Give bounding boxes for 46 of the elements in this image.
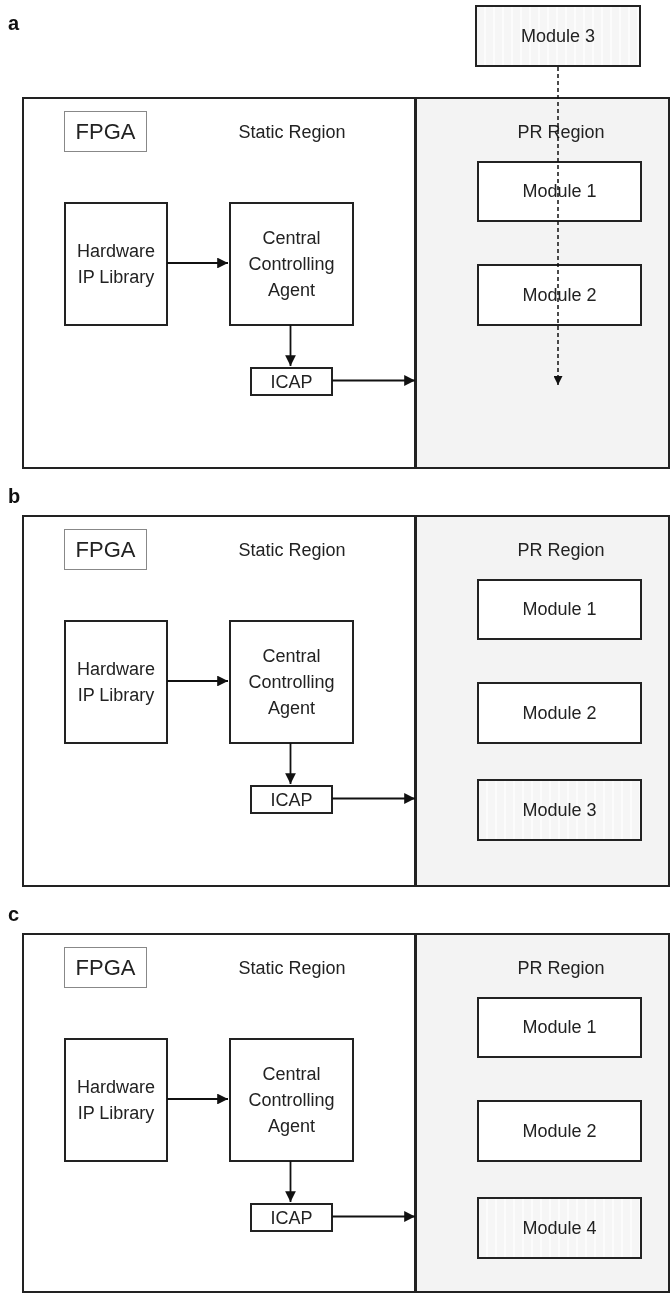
region-title: PR Region [517, 539, 605, 562]
static-region-box [22, 515, 416, 887]
process-box: Hardware IP Library [64, 1038, 168, 1162]
static-region-box [22, 97, 416, 469]
module-box: Module 3 [475, 5, 641, 67]
fpga-tag-box: FPGA [64, 111, 147, 152]
process-box: Central Controlling Agent [229, 1038, 354, 1162]
pr-region-box [415, 933, 670, 1293]
pr-region-box [415, 515, 670, 887]
static-region-box [22, 933, 416, 1293]
process-box: ICAP [250, 1203, 333, 1232]
panel-letter: b [8, 484, 21, 509]
module-box: Module 1 [477, 997, 642, 1058]
process-box: ICAP [250, 367, 333, 396]
region-title: PR Region [517, 121, 605, 144]
process-box: ICAP [250, 785, 333, 814]
arrow [166, 1093, 229, 1105]
process-box: Central Controlling Agent [229, 202, 354, 326]
arrow [331, 793, 416, 804]
module-box: Module 1 [477, 579, 642, 640]
process-box: Hardware IP Library [64, 202, 168, 326]
arrow [285, 324, 296, 367]
panel-letter: c [8, 902, 20, 927]
arrow [166, 257, 229, 269]
arrow [166, 675, 229, 687]
arrow [285, 1160, 296, 1203]
module-box: Module 1 [477, 161, 642, 222]
panel-letter: a [8, 11, 20, 36]
fpga-tag-box: FPGA [64, 529, 147, 570]
module-box: Module 2 [477, 682, 642, 744]
module-box: Module 4 [477, 1197, 642, 1259]
process-box: Central Controlling Agent [229, 620, 354, 744]
process-box: Hardware IP Library [64, 620, 168, 744]
module-box: Module 2 [477, 1100, 642, 1162]
arrow [331, 375, 416, 386]
region-title: PR Region [517, 957, 605, 980]
region-title: Static Region [238, 121, 346, 144]
fpga-tag-box: FPGA [64, 947, 147, 988]
region-title: Static Region [238, 539, 346, 562]
region-title: Static Region [238, 957, 346, 980]
arrow [285, 742, 296, 785]
arrow [553, 66, 563, 386]
arrow [331, 1211, 416, 1222]
module-box: Module 2 [477, 264, 642, 326]
pr-region-box [415, 97, 670, 469]
module-box: Module 3 [477, 779, 642, 841]
